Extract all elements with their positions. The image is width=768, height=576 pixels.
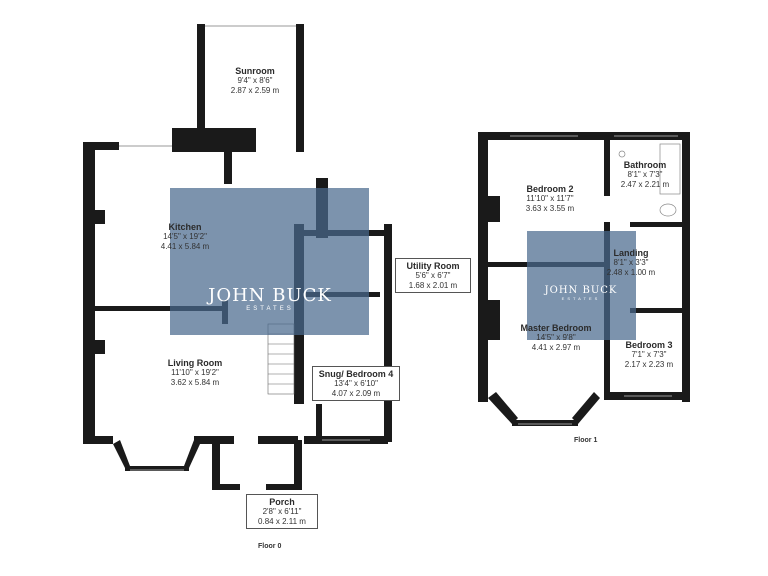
watermark-overlay-ground: [170, 188, 369, 335]
room-name: Bedroom 2: [526, 184, 574, 194]
room-name: Snug/ Bedroom 4: [318, 369, 394, 379]
room-label-living: Living Room 11'10" x 19'2" 3.62 x 5.84 m: [150, 358, 240, 387]
room-label-snug: Snug/ Bedroom 4 13'4" x 6'10" 4.07 x 2.0…: [312, 366, 400, 401]
room-label-utility: Utility Room 5'6" x 6'7" 1.68 x 2.01 m: [395, 258, 471, 293]
floor-label-first: Floor 1: [574, 437, 598, 444]
room-metric: 4.07 x 2.09 m: [331, 388, 381, 398]
room-name: Bathroom: [623, 160, 667, 170]
watermark-name: JOHN BUCK: [544, 285, 618, 296]
room-imperial: 8'1" x 3'3": [613, 258, 649, 268]
room-imperial: 2'8" x 6'11": [262, 507, 302, 517]
room-metric: 2.48 x 1.00 m: [606, 267, 656, 277]
room-metric: 3.62 x 5.84 m: [170, 377, 220, 387]
watermark-tagline: ESTATES: [561, 296, 601, 301]
room-label-bedroom2: Bedroom 2 11'10" x 11'7" 3.63 x 3.55 m: [510, 184, 590, 213]
room-label-bathroom: Bathroom 8'1" x 7'3" 2.47 x 2.21 m: [614, 160, 676, 189]
room-imperial: 14'5" x 9'8": [536, 333, 576, 343]
watermark-tagline: ESTATES: [246, 306, 294, 312]
room-name: Kitchen: [168, 222, 202, 232]
room-label-kitchen: Kitchen 14'5" x 19'2" 4.41 x 5.84 m: [140, 222, 230, 251]
room-metric: 2.17 x 2.23 m: [624, 359, 674, 369]
watermark-name: JOHN BUCK: [208, 285, 332, 306]
watermark-first: JOHN BUCK ESTATES: [541, 285, 621, 301]
watermark-overlay-first: [527, 231, 636, 340]
room-name: Sunroom: [235, 66, 275, 76]
ground-floor-windows: [119, 25, 370, 471]
first-floor-windows: [510, 135, 678, 425]
room-name: Porch: [269, 497, 295, 507]
room-label-sunroom: Sunroom 9'4" x 8'6" 2.87 x 2.59 m: [210, 66, 300, 95]
room-metric: 1.68 x 2.01 m: [408, 280, 458, 290]
room-imperial: 11'10" x 11'7": [526, 194, 574, 204]
room-label-master: Master Bedroom 14'5" x 9'8" 4.41 x 2.97 …: [514, 323, 598, 352]
room-metric: 4.41 x 2.97 m: [531, 342, 581, 352]
room-imperial: 5'6" x 6'7": [415, 271, 451, 281]
room-name: Utility Room: [406, 261, 460, 271]
room-metric: 2.87 x 2.59 m: [230, 85, 280, 95]
room-metric: 4.41 x 5.84 m: [160, 241, 210, 251]
floor-label-ground: Floor 0: [258, 543, 282, 550]
room-name: Bedroom 3: [625, 340, 673, 350]
room-label-bedroom3: Bedroom 3 7'1" x 7'3" 2.17 x 2.23 m: [618, 340, 680, 369]
room-name: Landing: [613, 248, 649, 258]
bathroom-fixtures: [618, 143, 681, 217]
room-metric: 2.47 x 2.21 m: [620, 179, 670, 189]
room-metric: 0.84 x 2.11 m: [258, 516, 306, 526]
room-metric: 3.63 x 3.55 m: [525, 203, 575, 213]
room-imperial: 11'10" x 19'2": [171, 368, 219, 378]
watermark-ground: JOHN BUCK ESTATES: [190, 285, 350, 312]
room-name: Master Bedroom: [520, 323, 592, 333]
room-imperial: 14'5" x 19'2": [163, 232, 207, 242]
room-label-porch: Porch 2'8" x 6'11" 0.84 x 2.11 m: [246, 494, 318, 529]
room-imperial: 13'4" x 6'10": [334, 379, 378, 389]
room-imperial: 8'1" x 7'3": [627, 170, 663, 180]
room-imperial: 9'4" x 8'6": [237, 76, 273, 86]
room-label-landing: Landing 8'1" x 3'3" 2.48 x 1.00 m: [600, 248, 662, 277]
room-name: Living Room: [167, 358, 223, 368]
room-imperial: 7'1" x 7'3": [631, 350, 667, 360]
